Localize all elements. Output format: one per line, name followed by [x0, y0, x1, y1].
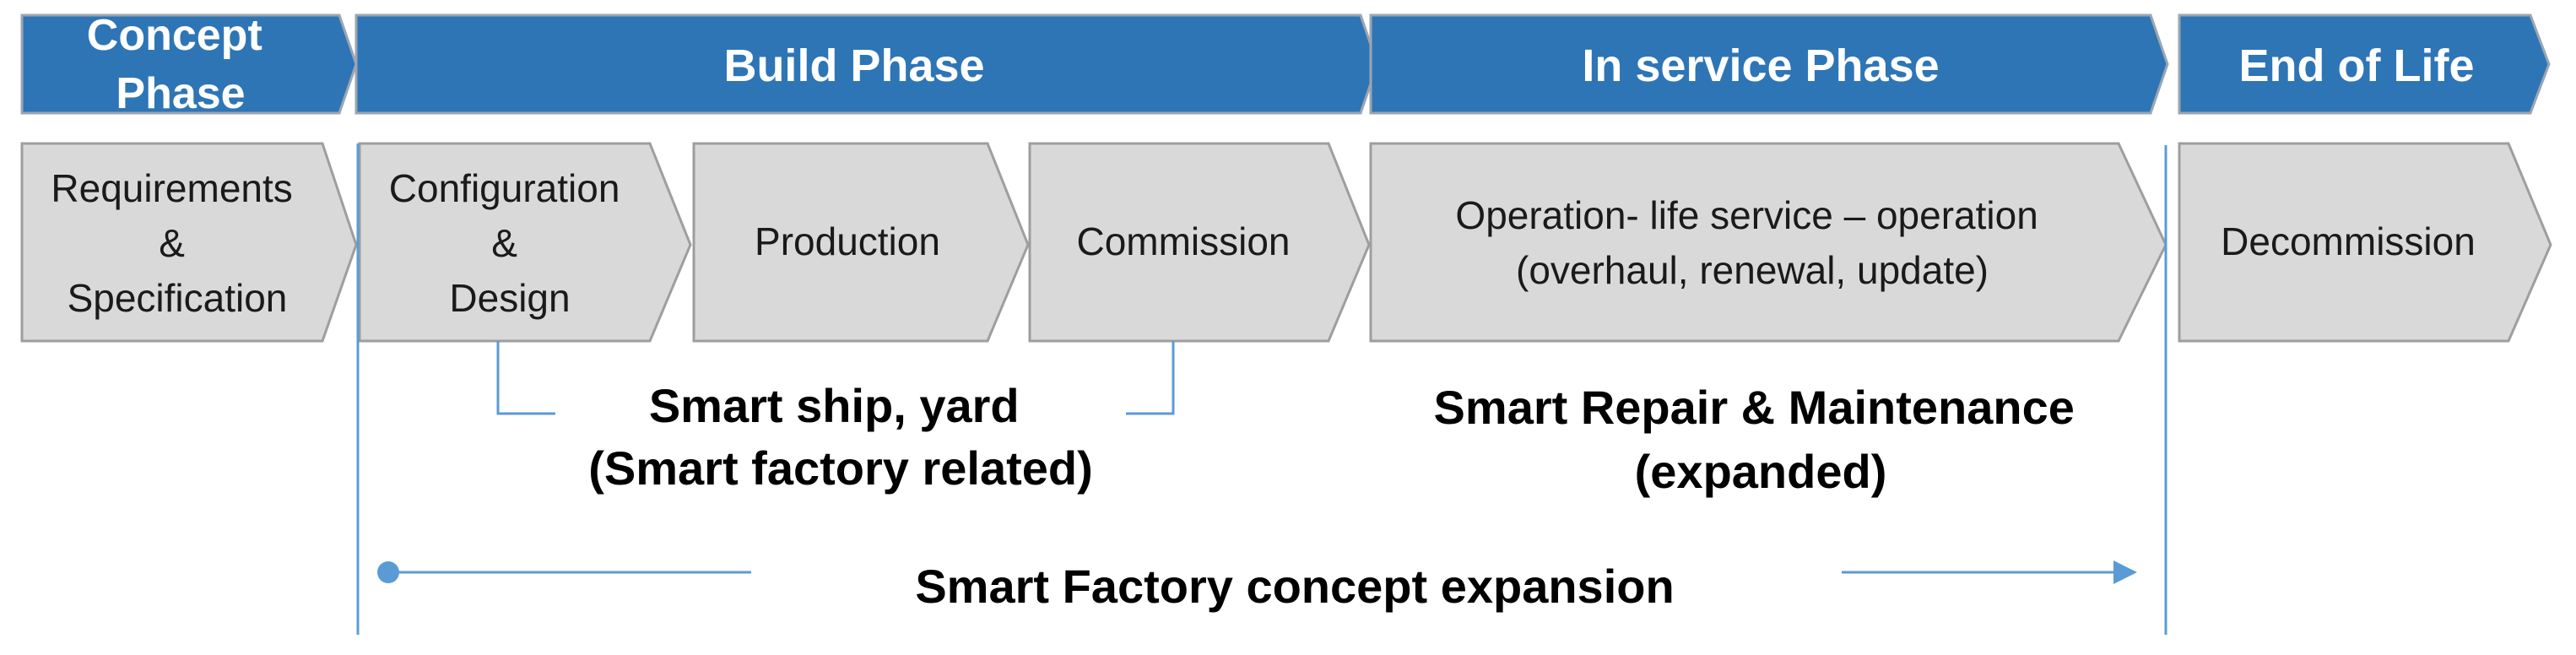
step-configuration-line-2: &	[491, 221, 517, 265]
phase-concept-line-2: Phase	[116, 69, 245, 118]
phase-concept	[20, 14, 358, 115]
phase-row: Concept Phase Build Phase In service Pha…	[20, 11, 2551, 118]
step-production-label: Production	[755, 219, 940, 263]
step-production	[692, 142, 1030, 343]
step-commission-label: Commission	[1076, 219, 1290, 263]
step-configuration-design	[358, 142, 692, 343]
smart-ship-line-2: (Smart factory related)	[588, 441, 1093, 495]
step-operation	[1369, 142, 2167, 343]
expansion-arrowhead	[2113, 560, 2137, 584]
step-commission	[1028, 142, 1371, 343]
step-requirements	[20, 142, 358, 343]
step-row: Requirements & Specification Configurati…	[20, 142, 2552, 343]
phase-concept-label: Concept Phase	[87, 11, 274, 118]
smart-ship-note: Smart ship, yard (Smart factory related)	[588, 379, 1093, 495]
smart-repair-line-1: Smart Repair & Maintenance	[1434, 381, 2075, 434]
expansion-label: Smart Factory concept expansion	[915, 560, 1674, 613]
step-requirements-line-1: Requirements	[51, 166, 292, 210]
smart-ship-bracket-right	[1126, 341, 1175, 415]
step-decommission	[2178, 142, 2552, 343]
step-decommission-label: Decommission	[2221, 219, 2476, 263]
smart-ship-bracket-left	[496, 341, 555, 415]
step-configuration-line-1: Configuration	[389, 166, 620, 210]
step-operation-label: Operation- life service – operation (ove…	[1455, 193, 2048, 292]
phase-end-of-life	[2178, 14, 2551, 115]
phase-build-label: Build Phase	[723, 41, 984, 91]
phase-in-service	[1369, 14, 2169, 115]
step-configuration-line-3: Design	[449, 276, 570, 320]
smart-repair-note: Smart Repair & Maintenance (expanded)	[1434, 381, 2088, 498]
step-requirements-line-3: Specification	[68, 276, 288, 320]
phase-end-of-life-label: End of Life	[2239, 41, 2475, 91]
step-operation-line-1: Operation- life service – operation	[1455, 193, 2038, 237]
phase-in-service-label: In service Phase	[1582, 41, 1939, 91]
step-requirements-label: Requirements & Specification	[51, 166, 303, 320]
step-operation-line-2: (overhaul, renewal, update)	[1516, 248, 1989, 292]
phase-concept-line-1: Concept	[87, 11, 262, 60]
smart-ship-line-1: Smart ship, yard	[649, 379, 1020, 432]
step-requirements-line-2: &	[159, 221, 185, 265]
step-configuration-design-label: Configuration & Design	[389, 166, 630, 320]
smart-repair-line-2: (expanded)	[1635, 445, 1887, 498]
phase-build	[354, 14, 1379, 115]
